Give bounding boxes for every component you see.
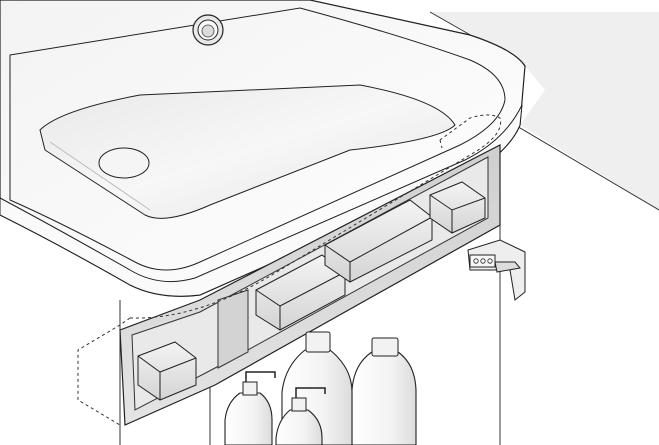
bottle-tall-right (351, 337, 417, 445)
soap-bar-middle (255, 254, 346, 331)
dispenser-bottle-left (224, 371, 276, 445)
tap-hole-cap (192, 14, 224, 46)
door-hinge (467, 239, 526, 301)
sink-bowl (39, 84, 456, 219)
drain (98, 147, 150, 179)
soap-bar-left (137, 341, 197, 401)
dispenser-bottle-front (275, 387, 326, 445)
dashed-highlight-outline (77, 114, 502, 426)
soap-bar-center (324, 199, 433, 283)
soap-bar-right (429, 181, 486, 234)
